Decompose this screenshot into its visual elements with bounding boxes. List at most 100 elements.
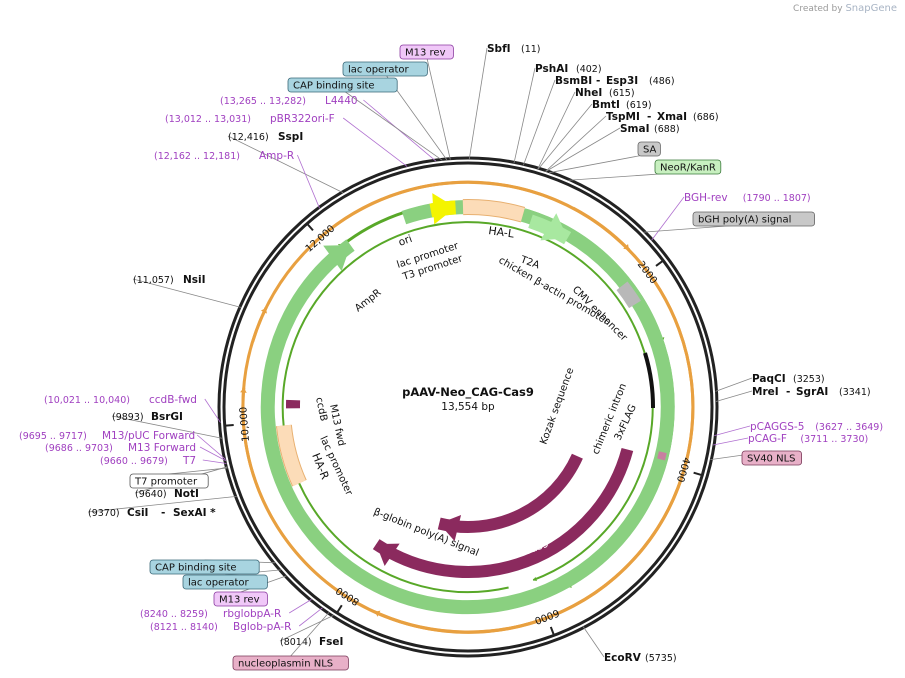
primer-name: M13/pUC Forward (102, 430, 195, 442)
feature-box-label: SA (643, 145, 657, 156)
enzyme-name-2: SgrAI (796, 386, 828, 398)
primer-name: ccdB-fwd (149, 394, 197, 406)
bgh-box (616, 281, 641, 309)
tick-label: 8000 (334, 584, 361, 607)
tick-label: 6000 (533, 606, 561, 625)
leader-line (582, 626, 605, 658)
leader-line (513, 67, 536, 164)
promoter-bar (643, 352, 656, 409)
feature-box (637, 141, 661, 157)
enzyme-name: NheI (575, 87, 602, 99)
primer-coord: (9660 .. 9679) (100, 456, 168, 467)
enzyme-name-2: SexAI * (173, 507, 216, 519)
enzyme-coord: (9640) (135, 489, 167, 500)
enzyme-coord: (3341) (839, 387, 871, 398)
orf-arc-4-head (260, 307, 267, 314)
leader-line (202, 459, 227, 464)
har-box (276, 424, 306, 487)
primer-coord: (3711 .. 3730) (800, 434, 868, 445)
enzyme-name: BsrGI (151, 411, 183, 423)
snapgene-credit: Created by SnapGene (793, 3, 897, 14)
enzyme-name: TspMI (606, 111, 640, 123)
feature-box-label: SV40 NLS (747, 454, 796, 465)
leader-line (298, 607, 323, 627)
primer-name: M13 Forward (128, 442, 196, 454)
leader-line (714, 425, 751, 437)
enzyme-name: SspI (278, 131, 303, 143)
feature-box (149, 559, 260, 575)
enzyme-name: MreI (752, 386, 779, 398)
enzyme-name: PshAI (535, 63, 568, 75)
feature-box-label: lac operator (348, 65, 409, 76)
primer-coord: (9686 .. 9703) (45, 443, 113, 454)
primer-name: pCAGGS-5 (750, 421, 804, 433)
tick-label: 10,000 (238, 406, 252, 442)
tick-mark (549, 626, 555, 635)
enzyme-coord: (619) (626, 100, 652, 111)
leader-line (545, 115, 607, 172)
feature-box (232, 655, 349, 671)
inner-label-cas9-inner: Cas9 (501, 488, 529, 508)
enzyme-coord: (9893) (112, 412, 144, 423)
primer-coord: (3627 .. 3649) (815, 422, 883, 433)
orf-green-4-head (533, 576, 537, 582)
leader-line (290, 612, 330, 657)
feature-box (182, 574, 268, 590)
cas9-outer-arc (372, 447, 634, 578)
enzyme-name: CsiI (127, 507, 148, 519)
primer-name: Bglob-pA-R (233, 621, 291, 633)
feature-box-label: bGH poly(A) signal (698, 215, 791, 226)
feature-box-label: NeoR/KanR (660, 163, 716, 174)
primer-coord: (8121 .. 8140) (150, 622, 218, 633)
enzyme-name: SbfI (487, 43, 511, 55)
tick-mark (655, 260, 663, 267)
primer-name: pCAG-F (748, 433, 787, 445)
plasmid-name: pAAV-Neo_CAG-Cas9 (402, 385, 534, 400)
leader-line (523, 79, 556, 166)
enzyme-name: NsiI (183, 274, 206, 286)
site-labels: SbfI(11)PshAI(402)BsmBI-Esp3I(486)NheI(6… (19, 43, 883, 671)
enzyme-coord: (9370) (88, 508, 120, 519)
leader-line (169, 467, 228, 475)
enzyme-name-2: Esp3I (606, 75, 638, 87)
leader-line (342, 117, 408, 167)
primer-coord: (13,012 .. 13,031) (165, 114, 251, 125)
feature-box (399, 44, 454, 60)
enzyme-coord: (615) (609, 88, 635, 99)
leader-line (279, 614, 334, 642)
leader-line (227, 135, 344, 194)
tick-mark (306, 223, 314, 232)
enzyme-coord: (688) (654, 124, 680, 135)
enzyme-coord: (686) (693, 112, 719, 123)
feature-box-label: lac operator (188, 578, 249, 589)
feature-box (741, 450, 802, 466)
ori-arc-head (432, 193, 456, 225)
feature-box (129, 473, 209, 489)
feature-box-label: nucleoplasmin NLS (238, 659, 333, 670)
enzyme-sep: - (647, 111, 651, 123)
leader-line (537, 103, 593, 170)
enzyme-name: SmaI (620, 123, 650, 135)
leader-line (297, 154, 320, 209)
primer-coord: (9695 .. 9717) (19, 431, 87, 442)
leader-line (204, 398, 221, 423)
enzyme-coord: (5735) (645, 653, 677, 664)
primer-name: L4440 (325, 95, 358, 107)
leader-line (199, 446, 227, 462)
primer-name: pBR322ori-F (270, 113, 335, 125)
cas9-inner-arc (437, 453, 583, 533)
primer-name: rbglobpA-R (223, 608, 281, 620)
leader-line (426, 56, 451, 160)
backbone-inner-ring (222, 161, 714, 653)
cas9-outer-arc-head (376, 543, 400, 566)
inner-label-kozak: Kozak sequence (538, 366, 576, 446)
enzyme-name: BmtI (592, 99, 620, 111)
leader-line (132, 278, 241, 308)
feature-arcs (240, 180, 695, 634)
leader-line (715, 390, 753, 402)
feature-box (342, 61, 428, 77)
leader-line (537, 91, 576, 170)
primer-coord: (1790 .. 1807) (743, 193, 811, 204)
enzyme-sep: - (161, 507, 165, 519)
